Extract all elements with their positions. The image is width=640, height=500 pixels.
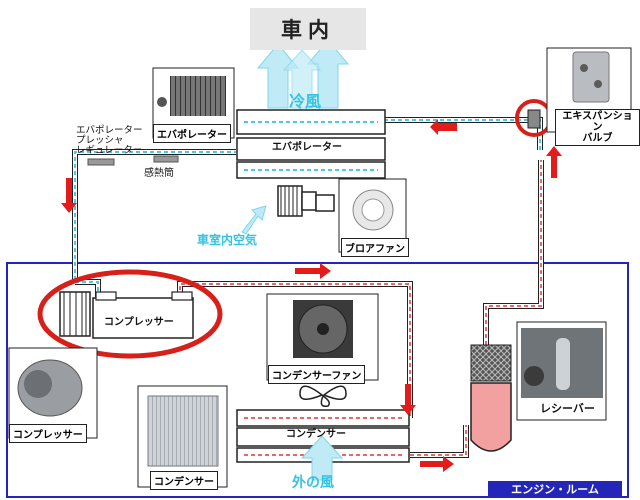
cabin-title: 車内 xyxy=(250,8,366,50)
receiver-label: レシーバー xyxy=(540,402,595,415)
expansion-valve-schematic xyxy=(527,109,541,129)
condenser-inline-label: コンデンサー xyxy=(286,429,346,440)
outside-air-flow xyxy=(300,435,344,481)
flow-direction-arrows xyxy=(61,119,562,472)
evaporator-unit xyxy=(236,109,386,179)
engine-room-frame xyxy=(6,262,629,498)
cabin-air-flow xyxy=(241,205,267,235)
compressor-schematic xyxy=(59,291,194,339)
sensing-tube xyxy=(153,155,179,163)
condenser-photo xyxy=(137,385,228,488)
engine-room-badge: エンジン・ルーム xyxy=(488,481,622,497)
evaporator-photo-label: エバポレーター xyxy=(153,124,231,143)
epr-fitting xyxy=(87,158,115,166)
cold-air-flow xyxy=(256,39,350,109)
condenser-photo-label: コンデンサー xyxy=(150,471,218,490)
epr-label: エバポレーター プレッシャ レギュレーター xyxy=(76,125,143,156)
expansion-valve-label: エキスパンション バルブ xyxy=(555,109,640,146)
compressor-photo-label: コンプレッサー xyxy=(9,424,87,443)
blower-fan-schematic xyxy=(277,185,335,217)
receiver-photo xyxy=(516,321,607,421)
evaporator-inline-label: エバポレーター xyxy=(272,142,342,153)
cold-air-label: 冷風 xyxy=(289,92,322,111)
cabin-air-label: 車室内空気 xyxy=(197,233,258,247)
sensing-tube-label: 感熱筒 xyxy=(144,168,174,179)
receiver-tank xyxy=(470,344,512,452)
blower-fan-label: ブロアファン xyxy=(341,238,409,257)
condenser-fan-label: コンデンサーファン xyxy=(268,365,366,384)
condenser-fan-schematic xyxy=(299,385,347,408)
compressor-highlight-ring xyxy=(37,269,223,359)
hot-refrigerant-lines xyxy=(177,160,544,458)
compressor-photo xyxy=(8,347,98,439)
compressor-inline-label: コンプレッサー xyxy=(104,317,174,328)
outside-air-label: 外の風 xyxy=(292,475,334,491)
